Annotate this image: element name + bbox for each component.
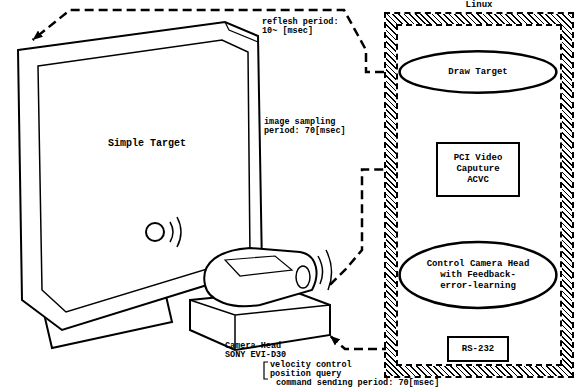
system-frame: LinuxDraw TargetPCI Video Caputure ACVCC… <box>386 14 572 376</box>
camera-window <box>225 256 292 276</box>
process-ellipse: Draw Target <box>398 50 558 94</box>
node-label: Simple Target <box>108 138 208 150</box>
process-ellipse: Control Camera Head with Feedback-error-… <box>398 240 558 310</box>
camera-head-body <box>204 248 316 306</box>
motion-arcs <box>170 217 181 247</box>
node-label: RS-232 <box>462 344 494 355</box>
camera-head: Camera Head SONY EVI-D30 <box>185 255 330 340</box>
camera-lens <box>296 266 310 288</box>
node-label: Camera Head SONY EVI-D30 <box>225 342 295 360</box>
node-label: PCI Video Caputure ACVC <box>447 153 509 186</box>
frame-heading: Linux <box>386 0 572 11</box>
monitor-edge <box>225 22 258 42</box>
node-label: Control Camera Head with Feedback-error-… <box>425 259 531 292</box>
note-label: velocity control <box>270 361 352 370</box>
process-box: PCI Video Caputure ACVC <box>436 142 520 197</box>
note-label: position query <box>270 370 341 379</box>
edge-label: reflesh period: 10~ [msec] <box>262 18 346 36</box>
node-label: Draw Target <box>448 67 507 78</box>
bracket <box>264 362 268 379</box>
connector-arrow <box>33 10 398 72</box>
edge-label: image sampling period: 70[msec] <box>264 118 356 136</box>
process-box: RS-232 <box>447 336 509 362</box>
target-circle <box>146 223 164 241</box>
display-monitor: Simple Target <box>18 40 262 300</box>
edge-label: command sending period: 70[msec] <box>276 379 439 388</box>
